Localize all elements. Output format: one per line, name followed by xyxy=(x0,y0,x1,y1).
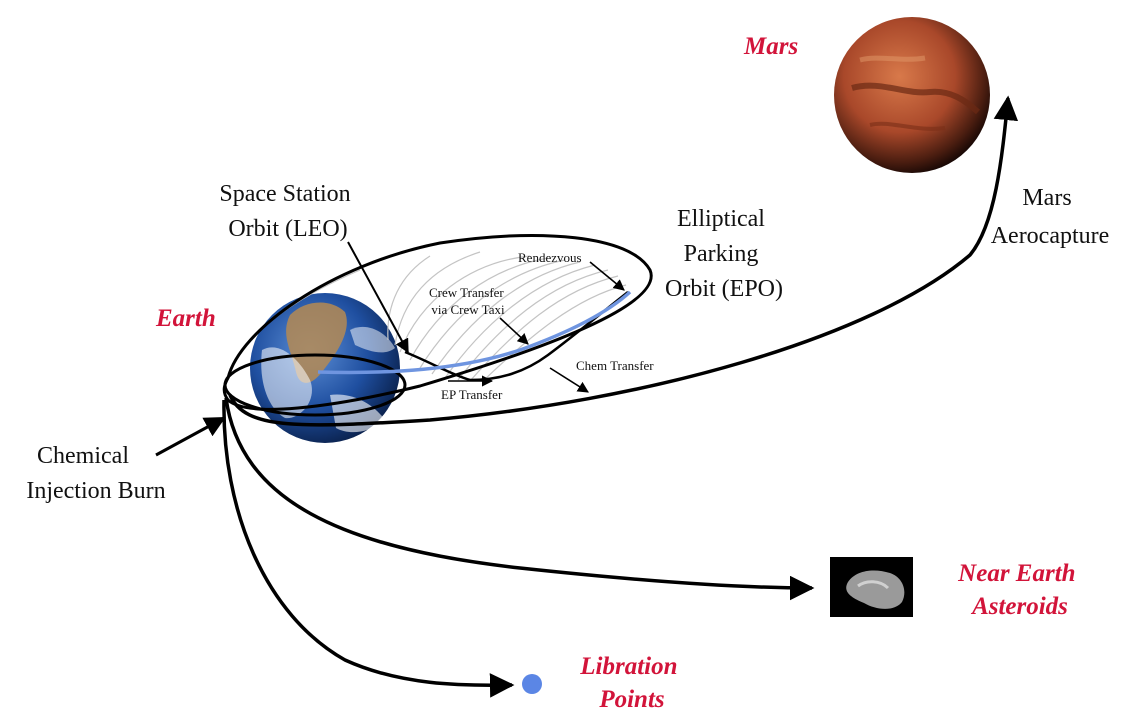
libration-point-dot xyxy=(522,674,542,694)
space-station-orbit-label: Space Station Orbit (LEO) xyxy=(219,181,356,242)
crew-transfer-label: Crew Transfer via Crew Taxi xyxy=(429,285,507,317)
space-station-orbit xyxy=(223,353,407,417)
mars-label: Mars xyxy=(743,33,798,60)
mars-planet xyxy=(834,17,990,173)
mars-aerocapture-label: Mars Aerocapture xyxy=(991,185,1110,249)
earth-label: Earth xyxy=(155,305,216,332)
asteroid-image xyxy=(830,557,913,617)
mars-trajectory xyxy=(228,95,1019,427)
chem-transfer-label: Chem Transfer xyxy=(576,358,654,373)
crew-transfer-path xyxy=(317,290,632,375)
ep-transfer-path xyxy=(404,291,629,382)
near-earth-asteroids-label: Near Earth Asteroids xyxy=(957,560,1082,620)
libration-points-label: Libration Points xyxy=(579,653,684,713)
asteroid-trajectory xyxy=(224,397,815,601)
elliptical-parking-orbit xyxy=(222,234,653,411)
elliptical-parking-orbit-label: Elliptical Parking Orbit (EPO) xyxy=(665,206,783,302)
chemical-injection-burn-label: Chemical Injection Burn xyxy=(26,443,165,504)
ep-transfer-label: EP Transfer xyxy=(441,387,503,402)
epo-transfer-fan xyxy=(229,251,627,383)
pointer-arrows xyxy=(155,241,625,457)
rendezvous-label: Rendezvous xyxy=(518,250,582,265)
libration-trajectory xyxy=(222,399,515,698)
